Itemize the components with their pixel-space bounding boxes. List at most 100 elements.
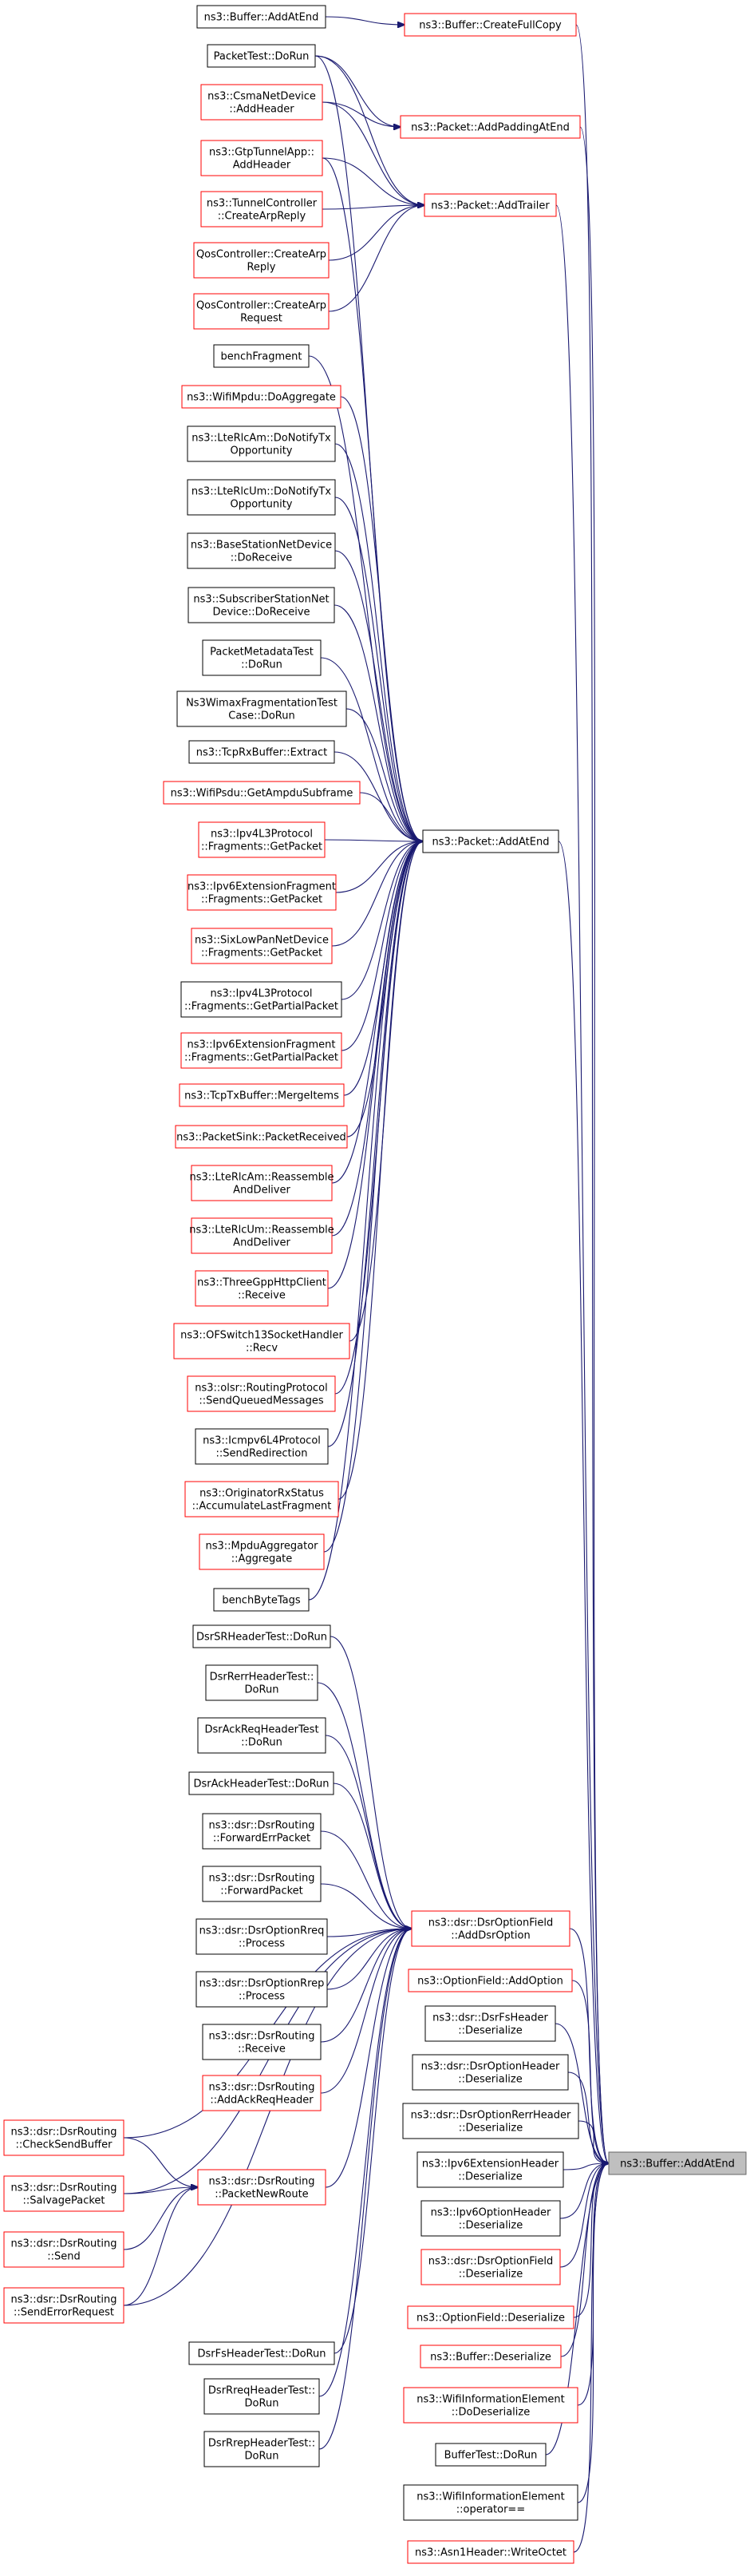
node-label-line: ns3::OriginatorRxStatus	[199, 1488, 324, 1500]
node-dsrRerrTest[interactable]: DsrRerrHeaderTest::DoRun	[205, 1664, 318, 1701]
node-addDsrOption[interactable]: ns3::dsr::DsrOptionField::AddDsrOption	[411, 1910, 570, 1947]
call-edge-ipv6OptionHeaderDeser-to-target	[559, 2163, 609, 2219]
node-label-line: ns3::dsr::DsrRouting	[11, 2294, 117, 2306]
node-sixLowPanFrag[interactable]: ns3::SixLowPanNetDevice::Fragments::GetP…	[191, 928, 333, 964]
node-dsrAckTest[interactable]: DsrAckHeaderTest::DoRun	[188, 1771, 334, 1795]
call-edges	[123, 16, 609, 2553]
node-dsrOptRreq[interactable]: ns3::dsr::DsrOptionRreq::Process	[195, 1918, 328, 1955]
node-label-line: ::Deserialize	[458, 2171, 523, 2183]
node-icmpv6SendRedir[interactable]: ns3::Icmpv6L4Protocol::SendRedirection	[195, 1428, 329, 1465]
node-dsrSalvage[interactable]: ns3::dsr::DsrRouting::SalvagePacket	[3, 2175, 124, 2212]
node-target[interactable]: ns3::Buffer::AddAtEnd	[608, 2151, 747, 2175]
node-addPaddingAtEnd[interactable]: ns3::Packet::AddPaddingAtEnd	[400, 115, 581, 139]
node-csmaAddHeader[interactable]: ns3::CsmaNetDevice::AddHeader	[200, 84, 323, 121]
node-label-line: Device::DoReceive	[212, 607, 310, 619]
node-dsrSendErr[interactable]: ns3::dsr::DsrRouting::SendErrorRequest	[3, 2287, 124, 2324]
node-label-line: DsrSRHeaderTest::DoRun	[196, 1632, 327, 1644]
node-olsrSendQueued[interactable]: ns3::olsr::RoutingProtocol::SendQueuedMe…	[187, 1375, 336, 1412]
node-bsDoReceive[interactable]: ns3::BaseStationNetDevice::DoReceive	[187, 532, 336, 569]
call-edge-sixLowPanFrag-to-packetAddAtEnd	[331, 841, 423, 947]
node-dsrCheckSendBuf[interactable]: ns3::dsr::DsrRouting::CheckSendBuffer	[3, 2119, 124, 2156]
node-optionFieldAddOption[interactable]: ns3::OptionField::AddOption	[408, 1969, 573, 1992]
node-label-line: ::SendRedirection	[216, 1448, 308, 1460]
node-label-line: ::Fragments::GetPacket	[201, 948, 322, 960]
node-pktMetaTest[interactable]: PacketMetadataTest::DoRun	[202, 639, 322, 676]
node-label-line: ns3::Packet::AddPaddingAtEnd	[411, 122, 570, 134]
node-label-line: ::DoDeserialize	[452, 2407, 530, 2419]
node-dsrFsHeaderDeser[interactable]: ns3::dsr::DsrFsHeader::Deserialize	[424, 2005, 556, 2042]
node-packetTestDoRun[interactable]: PacketTest::DoRun	[207, 44, 316, 68]
node-ssDoReceive[interactable]: ns3::SubscriberStationNetDevice::DoRecei…	[188, 587, 335, 623]
node-ipv4L3Frag[interactable]: ns3::Ipv4L3Protocol::Fragments::GetPacke…	[198, 821, 326, 858]
node-tcpTxMerge[interactable]: ns3::TcpTxBuffer::MergeItems	[179, 1083, 345, 1107]
node-bufferAddAtEndL[interactable]: ns3::Buffer::AddAtEnd	[196, 5, 326, 29]
node-benchByteTags[interactable]: benchByteTags	[213, 1588, 310, 1612]
node-label-line: DoRun	[245, 1684, 279, 1696]
node-dsrAckReqTest[interactable]: DsrAckReqHeaderTest::DoRun	[197, 1717, 326, 1754]
node-dsrPacketNewRoute[interactable]: ns3::dsr::DsrRouting::PacketNewRoute	[197, 2169, 326, 2206]
node-ipv6ExtPartial[interactable]: ns3::Ipv6ExtensionFragment::Fragments::G…	[180, 1032, 342, 1069]
node-dsrOptionRerrDeser[interactable]: ns3::dsr::DsrOptionRerrHeader::Deseriali…	[402, 2103, 579, 2139]
node-dsrFwdPacket[interactable]: ns3::dsr::DsrRouting::ForwardPacket	[202, 1866, 322, 1902]
node-dsrRreqTest[interactable]: DsrRreqHeaderTest::DoRun	[203, 2378, 320, 2415]
node-ipv6ExtFrag[interactable]: ns3::Ipv6ExtensionFragment::Fragments::G…	[187, 874, 337, 911]
node-packetSinkRecv[interactable]: ns3::PacketSink::PacketReceived	[175, 1125, 348, 1149]
node-bufferDeser[interactable]: ns3::Buffer::Deserialize	[420, 2345, 562, 2368]
node-dsrOptRrep[interactable]: ns3::dsr::DsrOptionRrep::Process	[195, 1971, 328, 2008]
node-box	[200, 84, 323, 121]
node-ofSwitchRecv[interactable]: ns3::OFSwitch13SocketHandler::Recv	[173, 1323, 350, 1359]
node-box	[608, 2151, 747, 2175]
node-asn1WriteOctet[interactable]: ns3::Asn1Header::WriteOctet	[407, 2540, 574, 2564]
node-dsrFwdErr[interactable]: ns3::dsr::DsrRouting::ForwardErrPacket	[202, 1813, 322, 1850]
node-createFullCopy[interactable]: ns3::Buffer::CreateFullCopy	[404, 13, 577, 37]
node-tunnelCreateArp[interactable]: ns3::TunnelController::CreateArpReply	[200, 191, 323, 228]
node-label-line: ns3::Buffer::AddAtEnd	[204, 12, 319, 24]
node-threeGppRecv[interactable]: ns3::ThreeGppHttpClient::Receive	[195, 1270, 329, 1307]
node-label-line: ::AddAckReqHeader	[210, 2095, 314, 2107]
node-box	[3, 2231, 124, 2268]
node-ipv6OptionHeaderDeser[interactable]: ns3::Ipv6OptionHeader::Deserialize	[420, 2200, 561, 2237]
node-dsrFsTest[interactable]: DsrFsHeaderTest::DoRun	[188, 2341, 335, 2365]
node-label-line: ns3::GtpTunnelApp::	[209, 147, 314, 159]
call-edge-addPaddingAtEnd-to-target	[579, 126, 609, 2163]
node-box	[188, 1771, 334, 1795]
node-box	[420, 2345, 562, 2368]
node-bufferTestDoRun[interactable]: BufferTest::DoRun	[435, 2443, 547, 2467]
node-wifiInfoDoDeser[interactable]: ns3::WifiInformationElement::DoDeseriali…	[403, 2387, 578, 2424]
node-label-line: ns3::OFSwitch13SocketHandler	[180, 1330, 343, 1342]
node-dsrRrepTest[interactable]: DsrRrepHeaderTest::DoRun	[203, 2431, 320, 2467]
node-dsrRoutingRecv[interactable]: ns3::dsr::DsrRouting::Receive	[202, 2024, 322, 2060]
node-tcpRxExtract[interactable]: ns3::TcpRxBuffer::Extract	[188, 740, 335, 764]
node-box	[196, 5, 326, 29]
node-dsrSRTest[interactable]: DsrSRHeaderTest::DoRun	[192, 1624, 331, 1648]
node-optionFieldDeser[interactable]: ns3::OptionField::Deserialize	[407, 2305, 574, 2329]
node-dsrOptionFieldDeser[interactable]: ns3::dsr::DsrOptionField::Deserialize	[420, 2249, 561, 2285]
node-mpduAggAggregate[interactable]: ns3::MpduAggregator::Aggregate	[199, 1533, 325, 1570]
call-edge-dsrSendErr-to-addDsrOption	[123, 1929, 412, 2306]
node-ipv6ExtHeaderDeser[interactable]: ns3::Ipv6ExtensionHeader::Deserialize	[416, 2151, 564, 2188]
node-packetAddAtEnd[interactable]: ns3::Packet::AddAtEnd	[422, 829, 559, 853]
node-addTrailer[interactable]: ns3::Packet::AddTrailer	[424, 193, 557, 217]
node-dsrOptionHeaderDeser[interactable]: ns3::dsr::DsrOptionHeader::Deserialize	[412, 2054, 569, 2091]
node-dsrAddAckReq[interactable]: ns3::dsr::DsrRouting::AddAckReqHeader	[202, 2075, 322, 2111]
node-wifiPsduGetAmpdu[interactable]: ns3::WifiPsdu::GetAmpduSubframe	[163, 781, 361, 805]
node-box	[191, 928, 333, 964]
node-qosArpReply[interactable]: QosController::CreateArpReply	[193, 242, 330, 279]
node-wifiInfoOpEq[interactable]: ns3::WifiInformationElement::operator==	[403, 2484, 578, 2521]
node-label-line: benchFragment	[221, 351, 302, 363]
call-edge-mpduAggAggregate-to-packetAddAtEnd	[323, 841, 423, 1553]
node-label-line: DsrAckHeaderTest::DoRun	[193, 1779, 329, 1791]
node-ipv4L3Partial[interactable]: ns3::Ipv4L3Protocol::Fragments::GetParti…	[180, 981, 342, 1018]
node-gtpAddHeader[interactable]: ns3::GtpTunnelApp::AddHeader	[200, 140, 323, 176]
node-benchFragment[interactable]: benchFragment	[213, 344, 310, 368]
node-dsrSend[interactable]: ns3::dsr::DsrRouting::Send	[3, 2231, 124, 2268]
node-wifiMpduDoAgg[interactable]: ns3::WifiMpdu::DoAggregate	[181, 385, 341, 409]
node-label-line: ::ForwardPacket	[220, 1886, 303, 1897]
node-origRxAccum[interactable]: ns3::OriginatorRxStatus::AccumulateLastF…	[184, 1481, 339, 1518]
